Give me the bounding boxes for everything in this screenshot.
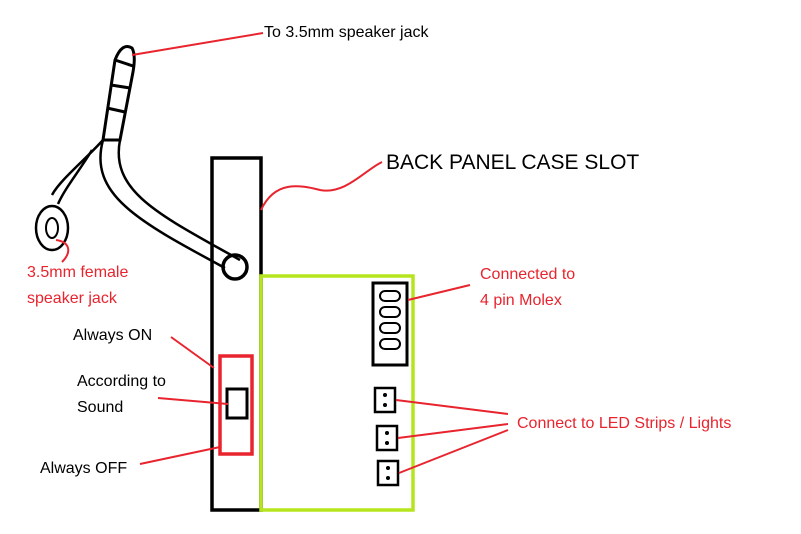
female-jack [34, 204, 70, 252]
label-speaker-plug: To 3.5mm speaker jack [264, 24, 429, 41]
circuit-board [259, 274, 415, 512]
plug-ring-2 [110, 83, 131, 90]
label-according-2: Sound [77, 399, 124, 416]
leader-always-off [139, 446, 221, 465]
label-back-panel: BACK PANEL CASE SLOT [386, 151, 640, 174]
leader-molex [407, 284, 471, 301]
female-jack-hole [45, 217, 59, 239]
label-led: Connect to LED Strips / Lights [517, 415, 732, 432]
label-always-off: Always OFF [40, 460, 128, 477]
led-connector-1 [373, 386, 397, 414]
molex-pin-2 [379, 306, 401, 318]
led-connector-3 [376, 459, 400, 487]
led-connector-1-pin-a [383, 393, 387, 397]
label-according-1: According to [77, 373, 166, 390]
leader-plug [131, 32, 264, 56]
speaker-cable [99, 139, 226, 270]
led-connector-3-pin-b [386, 476, 390, 480]
back-panel-slot [210, 156, 263, 512]
molex-connector [371, 281, 409, 367]
led-connector-2-pin-a [385, 431, 389, 435]
plug-ring-1 [114, 58, 134, 68]
led-connector-1-pin-b [383, 403, 387, 407]
molex-pin-3 [379, 322, 401, 334]
leader-female-jack [55, 239, 70, 263]
leader-led-3 [398, 429, 509, 474]
label-molex-2: 4 pin Molex [480, 292, 562, 309]
speaker-plug [101, 45, 136, 142]
leader-always-on [170, 336, 215, 369]
led-connector-2 [375, 424, 399, 452]
leader-according [157, 397, 229, 405]
molex-pin-4 [379, 338, 401, 350]
female-jack-cable-edge [56, 149, 94, 205]
leader-back-panel [260, 161, 383, 211]
led-connector-3-pin-a [386, 466, 390, 470]
switch-toggle [225, 387, 249, 420]
leader-led-2 [397, 423, 509, 439]
speaker-cable-edge [117, 139, 241, 262]
plug-ring-3 [106, 106, 126, 114]
label-female-jack-1: 3.5mm female [27, 264, 129, 281]
label-female-jack-2: speaker jack [27, 290, 117, 307]
led-connector-2-pin-b [385, 441, 389, 445]
female-jack-cable [50, 139, 104, 196]
molex-pin-1 [379, 290, 401, 302]
leader-led-1 [395, 399, 509, 415]
label-molex-1: Connected to [480, 266, 576, 283]
label-always-on: Always ON [73, 327, 153, 344]
switch-frame [218, 354, 254, 456]
